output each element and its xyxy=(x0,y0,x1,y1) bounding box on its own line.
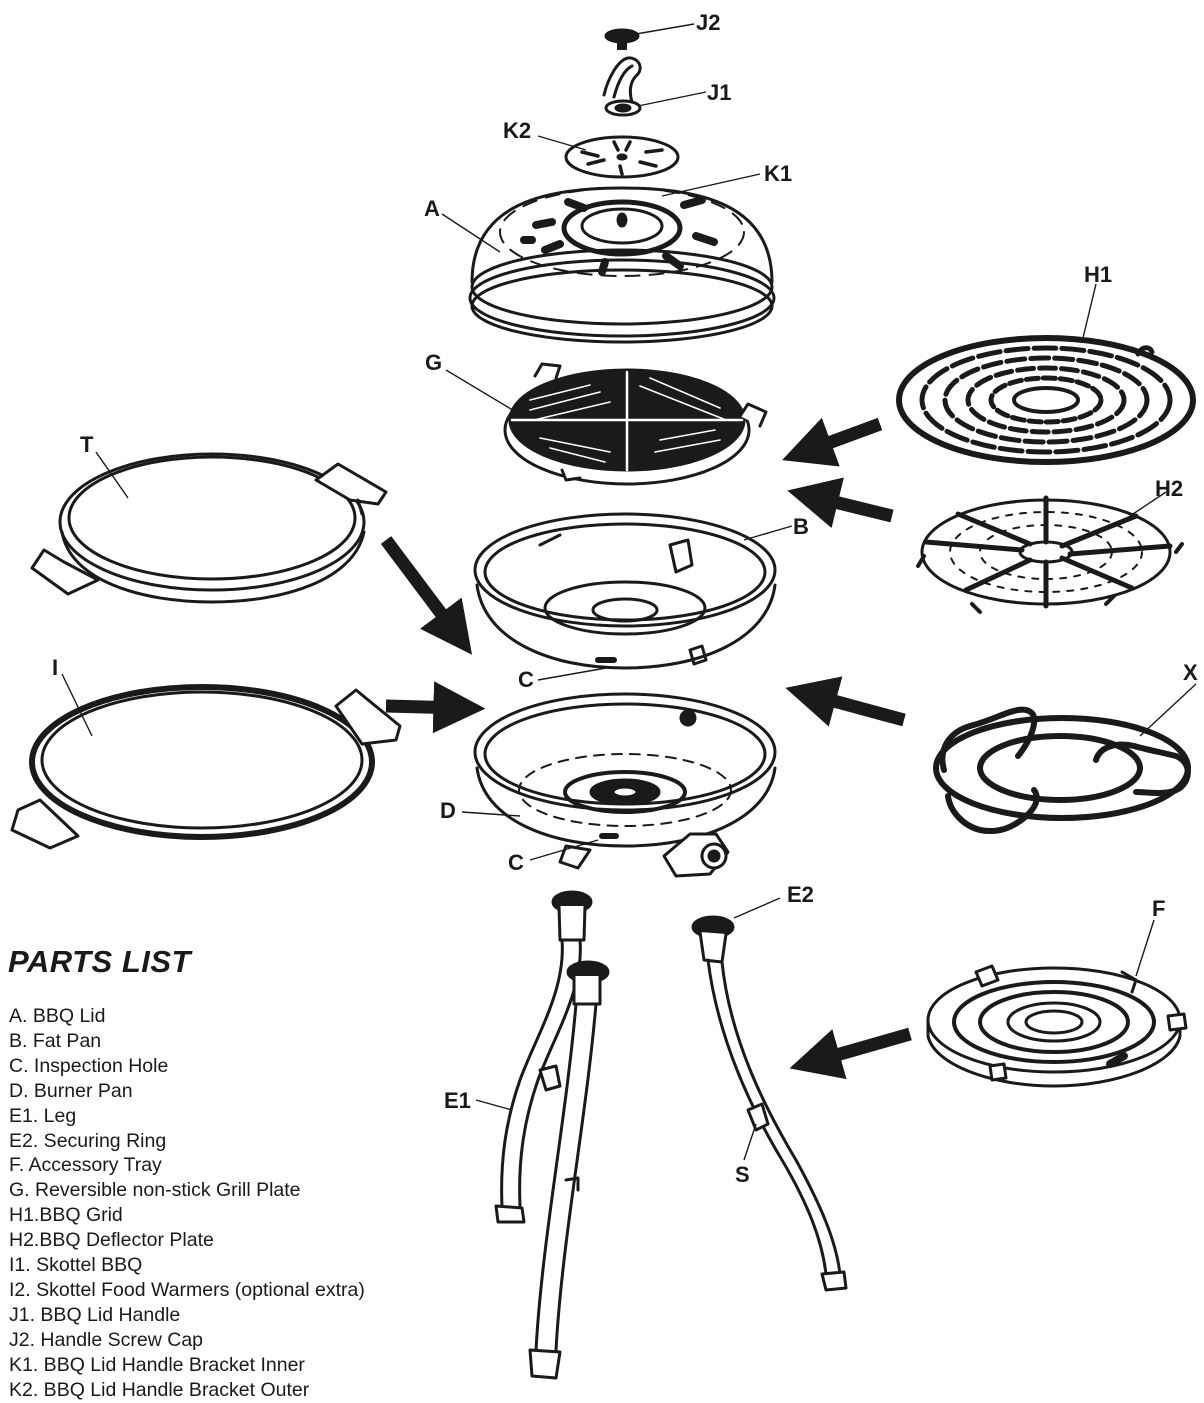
skottel-food-warmer-part xyxy=(10,684,402,850)
parts-list-item: K2. BBQ Lid Handle Bracket Outer xyxy=(9,1378,310,1401)
parts-list-item: C. Inspection Hole xyxy=(9,1054,169,1077)
parts-list-item: E1. Leg xyxy=(9,1104,77,1127)
callout-i: I xyxy=(52,655,58,680)
parts-list-item: I2. Skottel Food Warmers (optional extra… xyxy=(9,1278,365,1301)
lid-handle-bracket-outer-part xyxy=(564,135,680,179)
callout-h2: H2 xyxy=(1155,476,1183,501)
callout-j1: J1 xyxy=(707,80,731,105)
parts-list-item: G. Reversible non-stick Grill Plate xyxy=(9,1179,301,1202)
assembly-arrows xyxy=(380,417,912,1080)
bbq-lid-part xyxy=(468,186,776,344)
deflector-plate-part xyxy=(916,495,1184,614)
callout-c-lower: C xyxy=(508,850,524,875)
callout-g: G xyxy=(425,350,442,375)
accessory-tray-part xyxy=(926,964,1188,1088)
callout-t: T xyxy=(80,432,94,457)
skottel-part xyxy=(30,452,388,604)
callout-h1: H1 xyxy=(1084,262,1112,287)
callout-d: D xyxy=(440,798,456,823)
parts-list-item: E2. Securing Ring xyxy=(9,1129,167,1152)
callout-k1: K1 xyxy=(764,161,792,186)
parts-list-item: H2.BBQ Deflector Plate xyxy=(9,1229,214,1252)
lid-handle-part xyxy=(602,56,642,117)
trivet-part xyxy=(933,706,1191,834)
parts-list-item: A. BBQ Lid xyxy=(9,1005,106,1027)
parts-list-title: PARTS LIST xyxy=(8,944,191,979)
callout-b: B xyxy=(793,514,809,539)
parts-list-item: J1. BBQ Lid Handle xyxy=(9,1303,181,1326)
callout-j2: J2 xyxy=(696,10,720,35)
grill-plate-part xyxy=(503,362,768,486)
parts-list-item: K1. BBQ Lid Handle Bracket Inner xyxy=(9,1353,305,1376)
parts-list-item: I1. Skottel BBQ xyxy=(9,1254,143,1277)
parts-list: A. BBQ Lid B. Fat Pan C. Inspection Hole… xyxy=(9,1004,449,1403)
leg-part xyxy=(494,890,610,1380)
callout-e2: E2 xyxy=(787,882,814,907)
parts-list-item: H1.BBQ Grid xyxy=(9,1204,123,1227)
parts-list-item: F. Accessory Tray xyxy=(9,1154,162,1177)
callout-x: X xyxy=(1183,660,1198,685)
callout-s: S xyxy=(735,1162,750,1187)
parts-list-item: B. Fat Pan xyxy=(9,1029,102,1052)
parts-list-item: J2. Handle Screw Cap xyxy=(9,1328,204,1351)
handle-screw-cap-part xyxy=(604,28,640,50)
callout-f: F xyxy=(1152,896,1165,921)
callout-labels: J2 J1 K2 K1 A H1 G T B H2 C I X D C E2 F… xyxy=(52,10,1198,1187)
parts-list-item: D. Burner Pan xyxy=(9,1079,133,1102)
burner-pan-part xyxy=(473,692,777,878)
callout-e1: E1 xyxy=(444,1088,471,1113)
callout-c-upper: C xyxy=(518,667,534,692)
securing-ring-leg-part xyxy=(691,915,848,1292)
fat-pan-part xyxy=(473,512,777,670)
bbq-grid-part xyxy=(896,335,1196,465)
callout-k2: K2 xyxy=(503,118,531,143)
callout-a: A xyxy=(424,196,440,221)
leader-lines xyxy=(61,23,1197,1161)
